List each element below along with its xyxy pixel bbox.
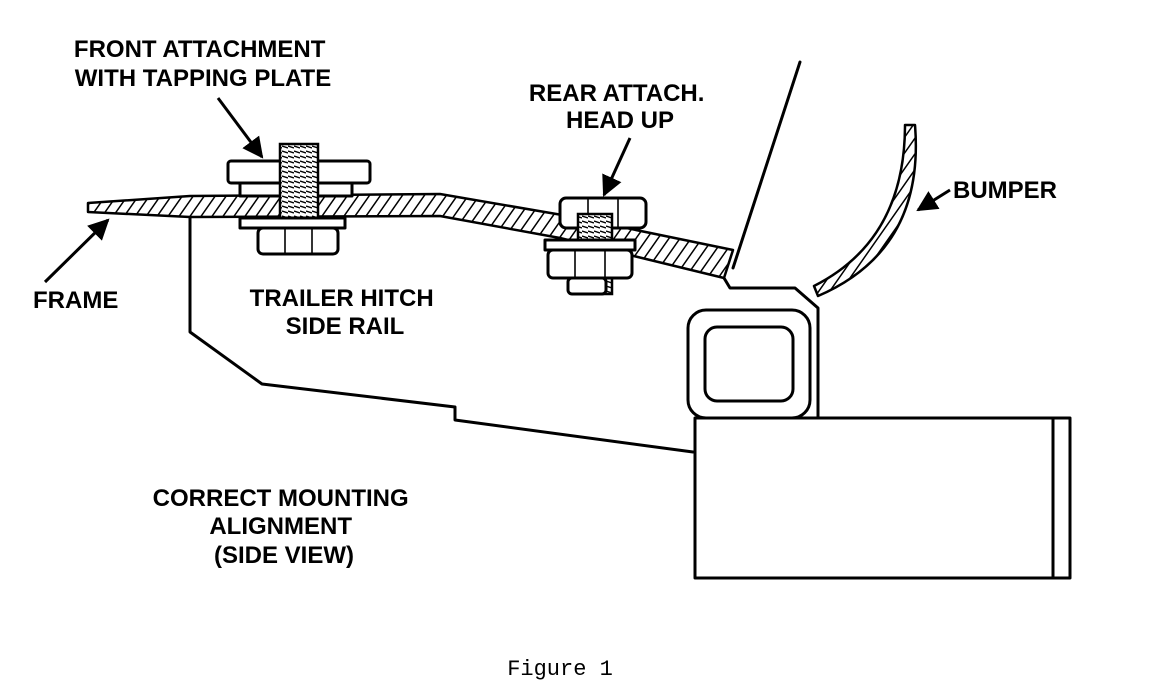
side-rail-label: TRAILER HITCH SIDE RAIL [250,285,441,340]
frame-label: FRAME [33,287,118,314]
side-rail-rear-edge [722,276,820,422]
side-rail-outline [188,210,695,454]
bumper-arrow [916,188,951,212]
hitch-body [693,416,1072,580]
receiver-tube [686,308,812,420]
bumper-label: BUMPER [953,177,1057,204]
frame-plate [86,192,735,280]
front-attachment-label: FRONT ATTACHMENT WITH TAPPING PLATE [74,36,332,92]
rear-panel-line [731,60,802,270]
alignment-label: CORRECT MOUNTING ALIGNMENT (SIDE VIEW) [153,485,416,569]
rear-attach-label: REAR ATTACH. HEAD UP [529,80,711,134]
rear-attachment-bolt [543,196,648,296]
front-attachment-bolt [226,142,372,256]
rear-attach-arrow [602,137,632,197]
front-attachment-arrow [216,97,264,159]
frame-arrow [43,218,110,284]
bumper [812,123,918,298]
figure-caption: Figure 1 [507,657,613,682]
